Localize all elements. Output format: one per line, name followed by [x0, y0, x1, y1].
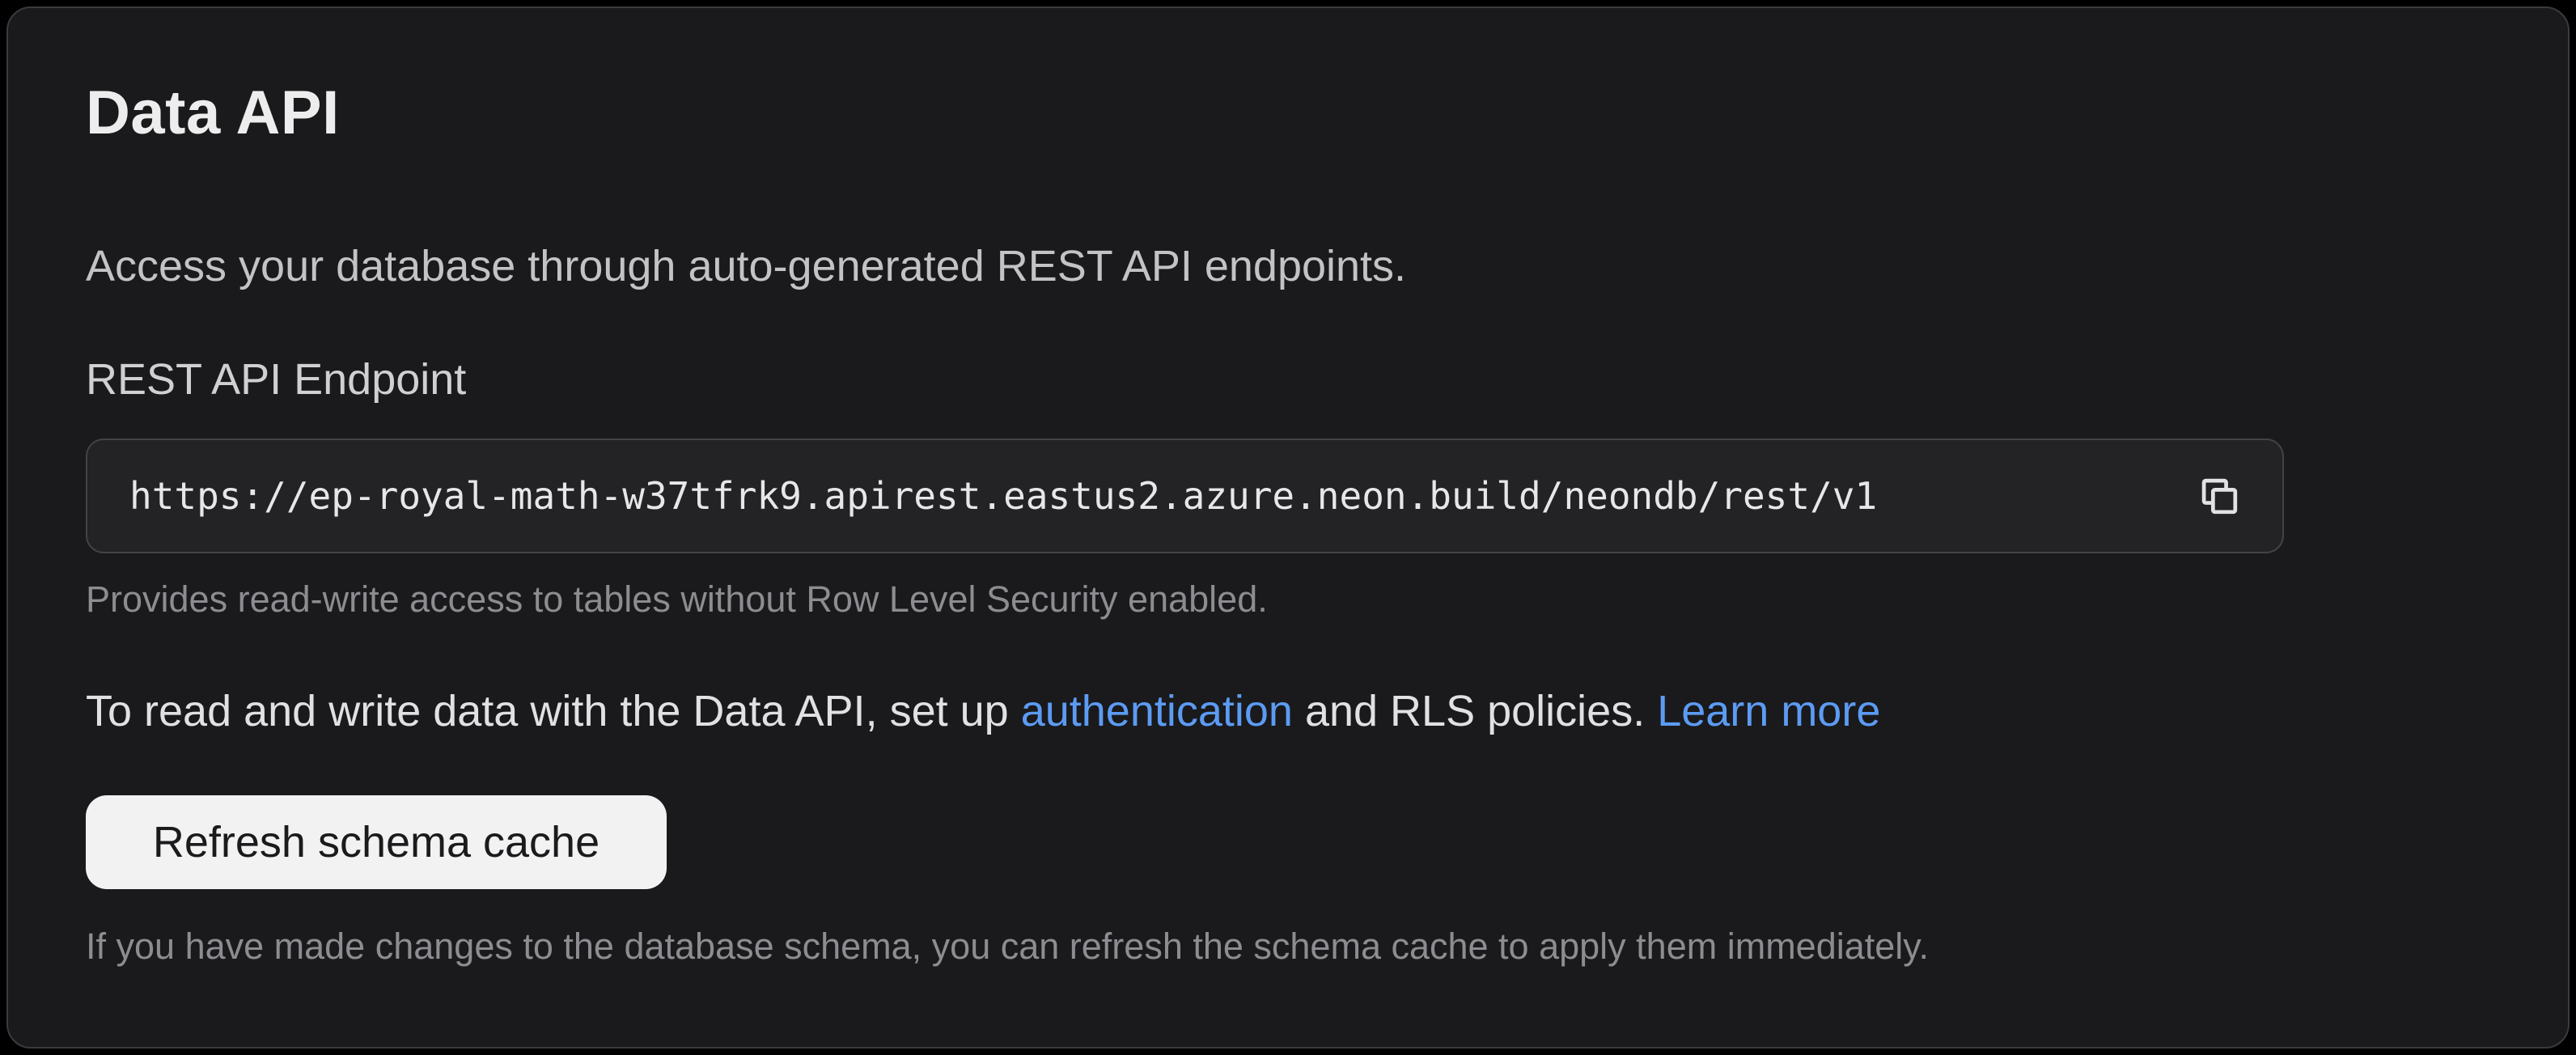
- schema-cache-helper: If you have made changes to the database…: [86, 926, 1929, 967]
- endpoint-helper: Provides read-write access to tables wit…: [86, 578, 1268, 620]
- copy-icon: [2197, 474, 2241, 518]
- copy-endpoint-button[interactable]: [2188, 465, 2250, 527]
- authentication-link[interactable]: authentication: [1020, 687, 1293, 735]
- page-description: Access your database through auto-genera…: [86, 242, 1407, 290]
- endpoint-url-field[interactable]: https://ep-royal-math-w37tfrk9.apirest.e…: [86, 439, 2284, 553]
- endpoint-url: https://ep-royal-math-w37tfrk9.apirest.e…: [129, 474, 1878, 518]
- auth-note-middle: and RLS policies.: [1292, 687, 1658, 735]
- endpoint-label: REST API Endpoint: [86, 355, 467, 404]
- auth-note-prefix: To read and write data with the Data API…: [86, 687, 1021, 735]
- learn-more-link[interactable]: Learn more: [1657, 687, 1881, 735]
- auth-note: To read and write data with the Data API…: [86, 689, 1880, 733]
- page-title: Data API: [86, 78, 340, 147]
- refresh-schema-cache-button[interactable]: Refresh schema cache: [86, 795, 667, 889]
- data-api-card: Data API Access your database through au…: [6, 6, 2570, 1049]
